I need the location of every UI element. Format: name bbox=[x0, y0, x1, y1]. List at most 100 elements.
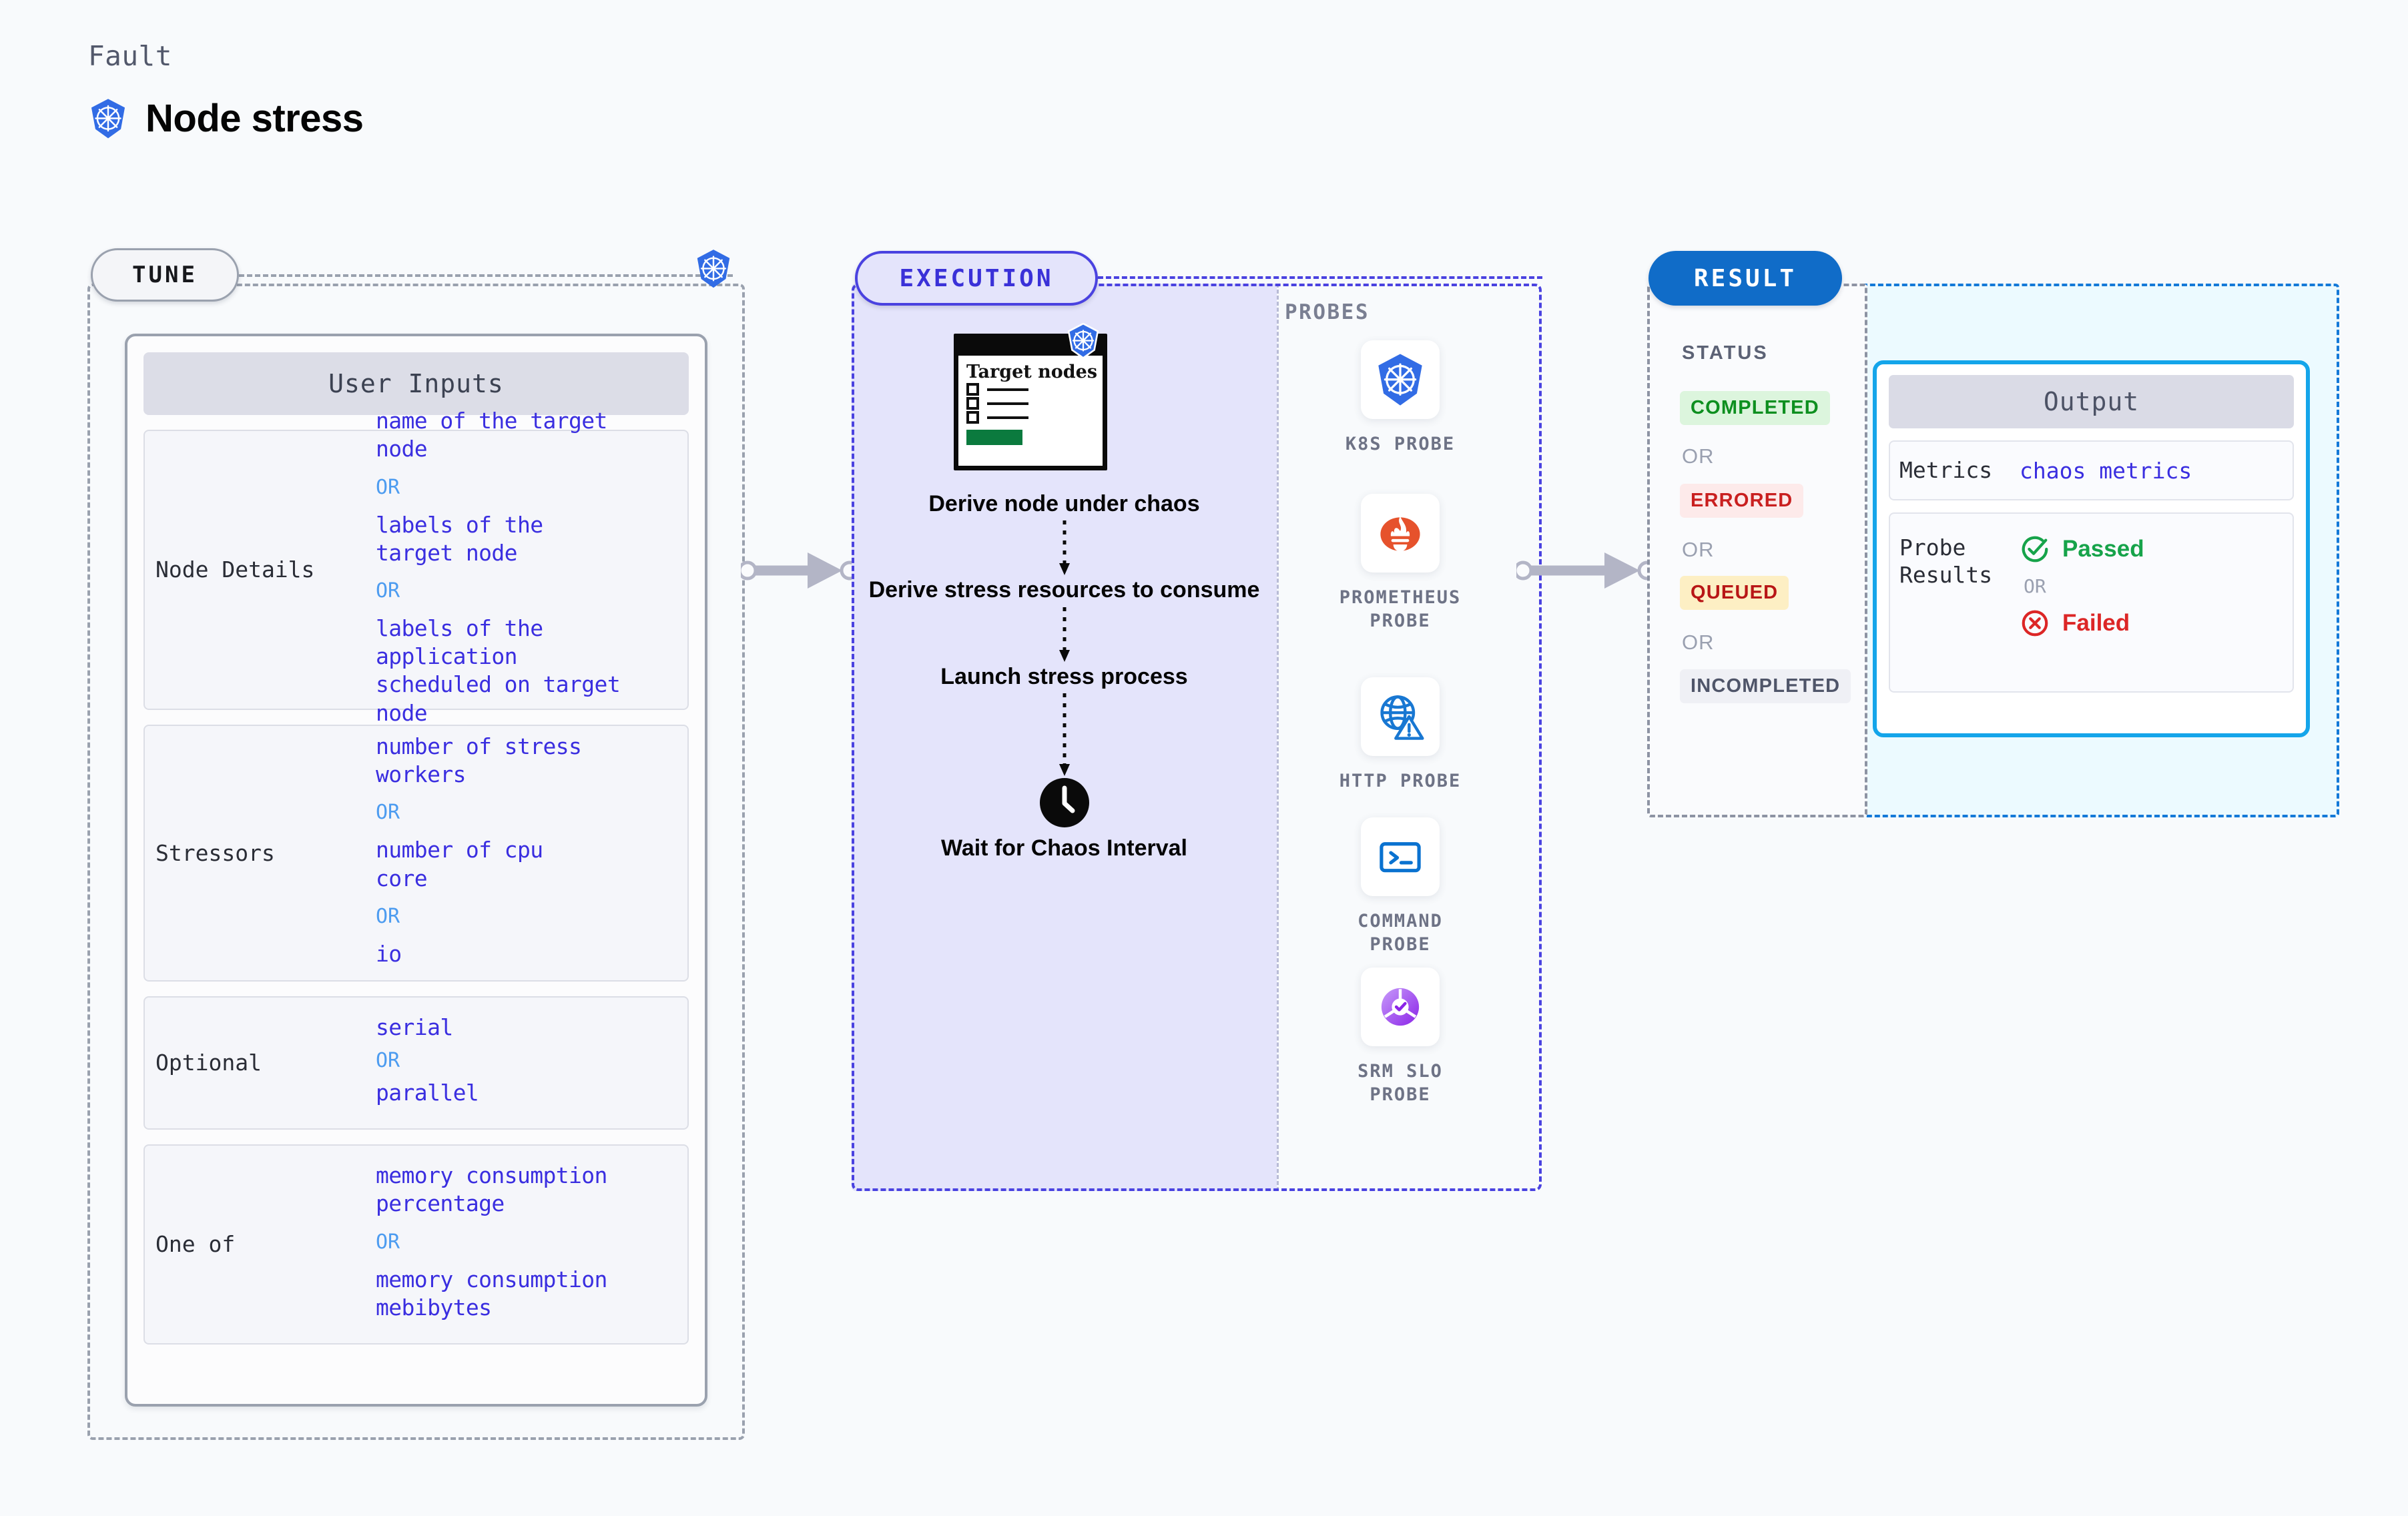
execution-probes-divider bbox=[1277, 284, 1279, 1191]
status-badge-queued: QUEUED bbox=[1680, 576, 1789, 610]
flow-step-label: Wait for Chaos Interval bbox=[940, 835, 1188, 861]
probe-prometheus[interactable]: PROMETHEUS PROBE bbox=[1327, 494, 1474, 633]
checkbox-icon bbox=[966, 397, 979, 410]
input-group-values: name of the target node OR labels of the… bbox=[376, 407, 681, 733]
checklist-row bbox=[958, 410, 1103, 424]
input-group-label: Optional bbox=[156, 1050, 262, 1076]
target-nodes-card: Target nodes bbox=[954, 322, 1121, 477]
input-value: memory consumption percentage bbox=[376, 1162, 607, 1217]
connector-tune-to-execution bbox=[737, 547, 861, 597]
tune-connector-line bbox=[239, 274, 733, 277]
clock-icon bbox=[1039, 778, 1089, 828]
or-separator: OR bbox=[376, 579, 400, 603]
tune-stage-label[interactable]: TUNE bbox=[91, 248, 239, 302]
probe-k8s[interactable]: K8S PROBE bbox=[1327, 340, 1474, 456]
or-separator: OR bbox=[1682, 538, 1715, 561]
srm-slo-icon bbox=[1361, 968, 1440, 1046]
page-header: Fault Node stress bbox=[88, 40, 364, 141]
status-badge-incompleted: INCOMPLETED bbox=[1680, 669, 1851, 703]
kubernetes-icon bbox=[88, 98, 128, 139]
user-inputs-card: User Inputs Node Details name of the tar… bbox=[125, 334, 707, 1407]
input-group-optional[interactable]: Optional serial OR parallel bbox=[143, 996, 689, 1130]
flow-arrow-down bbox=[1059, 607, 1070, 662]
output-row-metrics[interactable]: Metrics chaos metrics bbox=[1889, 440, 2294, 500]
execution-connector-line bbox=[1098, 276, 1542, 279]
target-nodes-card-title: Target nodes bbox=[966, 362, 1098, 382]
terminal-icon bbox=[1361, 817, 1440, 896]
probe-result-failed: Failed bbox=[2020, 608, 2144, 639]
flow-arrow-down bbox=[1059, 520, 1070, 576]
probe-label: HTTP PROBE bbox=[1339, 771, 1462, 791]
input-value: serial bbox=[376, 1014, 453, 1041]
input-value: number of cpu core bbox=[376, 837, 543, 891]
result-status-boundary bbox=[1647, 284, 1867, 817]
check-circle-icon bbox=[2022, 536, 2048, 562]
input-value: labels of the target node bbox=[376, 511, 543, 566]
result-stage-label[interactable]: RESULT bbox=[1648, 251, 1842, 306]
input-group-one-of[interactable]: One of memory consumption percentage OR … bbox=[143, 1144, 689, 1345]
status-badge-errored: ERRORED bbox=[1680, 484, 1804, 518]
status-badge-completed: COMPLETED bbox=[1680, 391, 1830, 425]
probe-srm-slo[interactable]: SRM SLO PROBE bbox=[1327, 968, 1474, 1106]
x-circle-icon bbox=[2022, 610, 2048, 637]
probe-label: SRM SLO PROBE bbox=[1358, 1061, 1443, 1106]
or-separator: OR bbox=[376, 475, 400, 499]
checkbox-icon bbox=[966, 383, 979, 396]
line-placeholder bbox=[987, 388, 1028, 391]
kubernetes-icon bbox=[1361, 340, 1440, 419]
execution-stage-label[interactable]: EXECUTION bbox=[855, 251, 1098, 306]
probe-command[interactable]: COMMAND PROBE bbox=[1327, 817, 1474, 956]
or-separator: OR bbox=[376, 904, 400, 928]
input-value: labels of the application scheduled on t… bbox=[376, 615, 621, 726]
output-card: Output Metrics chaos metrics Probe Resul… bbox=[1873, 360, 2310, 737]
metrics-label: Metrics bbox=[1899, 457, 1993, 484]
input-group-label: Node Details bbox=[156, 556, 315, 583]
execution-section-boundary bbox=[852, 284, 1542, 1191]
metrics-value: chaos metrics bbox=[2020, 457, 2192, 484]
probe-failed-label: Failed bbox=[2062, 610, 2130, 636]
fault-eyebrow-label: Fault bbox=[88, 40, 172, 72]
prometheus-icon bbox=[1361, 494, 1440, 573]
input-value: io bbox=[376, 940, 402, 967]
flow-step-label: Launch stress process bbox=[940, 663, 1188, 689]
output-card-header: Output bbox=[1889, 375, 2294, 428]
tune-section-boundary bbox=[87, 284, 745, 1440]
input-value: number of stress workers bbox=[376, 733, 582, 788]
or-separator: OR bbox=[1682, 631, 1715, 654]
line-placeholder bbox=[987, 416, 1028, 419]
probes-section-label: PROBES bbox=[1285, 300, 1370, 324]
flow-step-label: Derive node under chaos bbox=[928, 491, 1200, 516]
input-group-values: memory consumption percentage OR memory … bbox=[376, 1162, 681, 1327]
execution-flow-column: Target nodes bbox=[852, 322, 1277, 863]
checklist-row bbox=[958, 382, 1103, 396]
probe-label: COMMAND PROBE bbox=[1358, 911, 1443, 956]
or-separator: OR bbox=[2024, 575, 2046, 597]
line-placeholder bbox=[987, 402, 1028, 405]
flow-arrow-down bbox=[1059, 693, 1070, 777]
or-separator: OR bbox=[1682, 444, 1715, 468]
user-inputs-header: User Inputs bbox=[143, 352, 689, 415]
page-title: Node stress bbox=[145, 97, 364, 140]
input-group-label: Stressors bbox=[156, 839, 275, 866]
probe-http[interactable]: HTTP PROBE bbox=[1327, 677, 1474, 793]
flow-step-label: Derive stress resources to consume bbox=[868, 577, 1260, 603]
kubernetes-icon bbox=[694, 249, 733, 289]
progress-bar bbox=[966, 430, 1022, 446]
probe-label: K8S PROBE bbox=[1345, 434, 1456, 454]
input-value: memory consumption mebibytes bbox=[376, 1266, 607, 1320]
input-group-stressors[interactable]: Stressors number of stress workers OR nu… bbox=[143, 725, 689, 982]
input-group-label: One of bbox=[156, 1231, 236, 1258]
input-value: parallel bbox=[376, 1079, 479, 1106]
status-label: STATUS bbox=[1682, 342, 1769, 364]
output-row-probe-results[interactable]: Probe Results Passed OR Failed bbox=[1889, 512, 2294, 693]
or-separator: OR bbox=[376, 1048, 400, 1072]
input-group-values: serial OR parallel bbox=[376, 1014, 681, 1112]
checkbox-icon bbox=[966, 411, 979, 424]
probe-results-values: Passed OR Failed bbox=[2020, 534, 2144, 639]
probe-passed-label: Passed bbox=[2062, 536, 2144, 562]
or-separator: OR bbox=[376, 1230, 400, 1254]
probe-result-passed: Passed bbox=[2020, 534, 2144, 564]
input-group-node-details[interactable]: Node Details name of the target node OR … bbox=[143, 408, 689, 726]
checklist-row bbox=[958, 396, 1103, 410]
globe-warning-icon bbox=[1361, 677, 1440, 756]
